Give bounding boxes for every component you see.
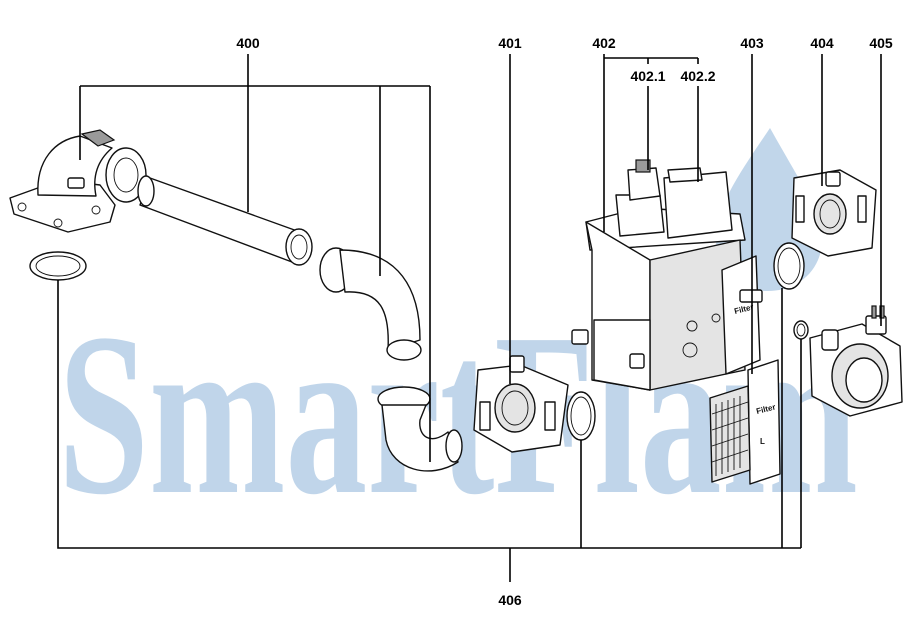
part-402-side-plate: Filter — [721, 255, 763, 375]
label-403: 403 — [740, 35, 764, 51]
part-400-bent-pipe — [319, 247, 422, 361]
label-404: 404 — [810, 35, 834, 51]
label-406: 406 — [498, 592, 522, 608]
label-405: 405 — [869, 35, 893, 51]
part-402-1-actuator — [615, 159, 665, 237]
part-403-filter: Filter L — [709, 359, 781, 485]
part-401-inlet-flange — [473, 355, 569, 453]
part-labels: 400 401 402 402.1 402.2 403 404 405 406 — [236, 35, 893, 608]
part-402-gas-valve: Filter — [571, 159, 763, 391]
part-404-outlet-flange — [791, 169, 877, 257]
label-400: 400 — [236, 35, 260, 51]
part-400-straight-pipe — [137, 175, 313, 266]
part-405-pressure-switch — [809, 305, 903, 417]
part-400-elbow-flange — [9, 129, 147, 233]
part-406-oring-right — [773, 242, 805, 290]
leader-lines — [57, 54, 882, 582]
label-401: 401 — [498, 35, 522, 51]
part-400-lower-elbow — [377, 386, 463, 472]
label-402: 402 — [592, 35, 616, 51]
part-402-2-coil — [663, 167, 733, 239]
filter-insert-l: L — [760, 437, 765, 446]
label-402-2: 402.2 — [680, 68, 715, 84]
label-402-1: 402.1 — [630, 68, 665, 84]
